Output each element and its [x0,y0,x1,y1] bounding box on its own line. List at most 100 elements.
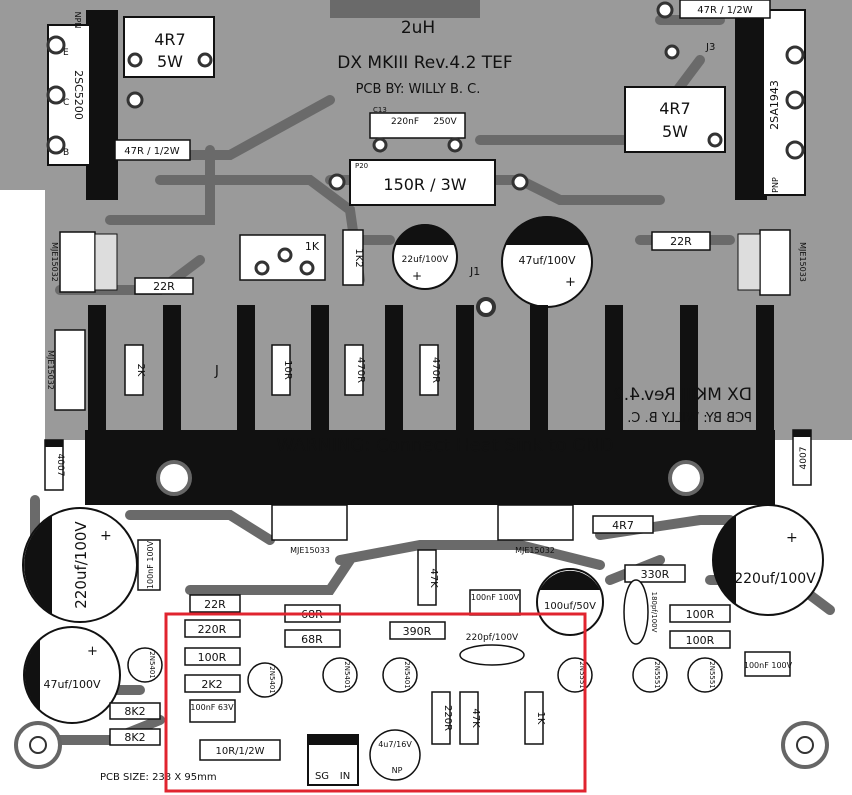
title-pcb-by: PCB BY: WILLY B. C. [356,82,481,97]
r-4r7-small [592,515,654,534]
c-180pf-value: 180pf/100V [650,592,658,633]
c-100nf-63v [189,699,236,723]
r-10r-half-value: 10R/1/2W [215,746,264,757]
r-2k2-value: 2K2 [201,678,222,691]
mount-hole-bottom-left [14,721,62,769]
svg-text:MJE15032: MJE15032 [515,546,555,555]
c-100nf-right [744,651,791,677]
mount-hole-bottom-right [781,721,829,769]
r-4r7-small-value: 4R7 [612,519,634,532]
j1-label: J1 [469,265,480,278]
r-220r-v-value: 220R [442,705,453,731]
c13-ref: C13 [373,106,387,114]
c-4u7 [369,729,421,781]
r-22r-b [189,594,241,613]
pot-1k-value: 1K [305,240,320,253]
r-4r7-top-value: 4R7 [154,30,185,49]
svg-text:2N5551: 2N5551 [653,661,661,689]
c13-volt: 250V [433,117,457,127]
heatsink [85,305,775,505]
r-22r-right-value: 22R [670,235,692,248]
r-390r [389,621,446,640]
r-47r-left [114,139,191,161]
c-47uf-value: 47uf/100V [518,254,576,267]
r-8k2-a-value: 8K2 [124,705,145,718]
r-47r-left-value: 47R / 1/2W [124,146,179,157]
npn-label: NPN [73,12,82,29]
r-68r-b-value: 68R [301,633,323,646]
c-100nf-mid-value: 100nF 100V [471,593,520,602]
r-100r [184,647,241,666]
r-47k-b [459,691,479,745]
pcb-size-label: PCB SIZE: 238 X 95mm [100,772,217,783]
r-68r-b [284,629,341,648]
svg-text:2N5401: 2N5401 [268,666,276,694]
svg-text:PCB BY: WILLY B. C.: PCB BY: WILLY B. C. [627,411,752,426]
r-1k2-value: 1K2 [353,248,364,267]
q-out-bottom-heatsink [735,0,767,200]
r-8k2-a [109,702,161,720]
r-8k2-b-value: 8K2 [124,731,145,744]
r-470r-a-value: 470R [355,357,366,383]
c-220uf-right-value: 220uf/100V [734,571,816,587]
mirrored-silk: DX MKIII Rev.4.2 PCB BY: WILLY B. C. [613,385,752,426]
r-5w-right-value: 5W [662,122,688,141]
c-220pf [459,644,525,666]
c-47uf-left-plus: + [87,644,98,659]
r-220r-v [431,691,451,745]
title-name: DX MKIII Rev.4.2 TEF [337,53,512,73]
d-4007-right-value: 4007 [799,447,809,470]
svg-text:MJE15032: MJE15032 [50,242,59,282]
r-22r-right [651,231,711,251]
svg-text:MJE15032: MJE15032 [46,350,55,390]
r-2k [124,344,144,396]
c-220uf-value: 220uf/100V [72,521,90,609]
r-22r-left [134,277,194,295]
pnp-label: PNP [771,177,780,193]
r-100r-a-value: 100R [686,608,715,621]
r-47k-a [417,549,437,606]
mje-left-top: MJE15032 [50,231,118,293]
svg-text:2N5551: 2N5551 [708,661,716,689]
r-47r-top [679,0,771,19]
r-10r [271,344,291,396]
svg-text:2N5401: 2N5401 [403,661,411,689]
r-5w-top-value: 5W [157,52,183,71]
j-label: J [214,364,219,379]
r-220r [184,619,241,638]
highlight-box [164,612,587,793]
c-100nf-right-value: 100nF 100V [744,661,793,670]
p20-ref: P20 [355,162,368,170]
r-1k-v [524,691,544,745]
r-2k-value: 2K [135,364,146,377]
svg-text:2N5551: 2N5551 [578,661,586,689]
svg-text:2N5401: 2N5401 [343,661,351,689]
mje-right-top: MJE15033 [737,229,807,296]
r-47k-a-value: 47K [428,568,439,588]
r-10r-value: 10R [282,360,293,380]
r-220r-value: 220R [198,623,227,636]
c-220uf-plus: + [100,528,112,544]
in-label: IN [340,771,350,782]
c-47uf-plus: + [565,275,576,290]
mje-lower-left: MJE15033 [271,504,348,555]
sg-label: SG [315,771,329,782]
r-390r-value: 390R [403,625,432,638]
r-100r-b-value: 100R [686,634,715,647]
svg-text:MJE15033: MJE15033 [290,546,330,555]
c-220pf-value: 220pf/100V [466,633,519,643]
svg-text:DX MKIII Rev.4.2: DX MKIII Rev.4.2 [613,385,752,405]
c-100uf-value: 100uf/50V [544,601,596,612]
c-47uf-left [23,626,121,724]
c-47uf-left-value: 47uf/100V [43,678,101,691]
c-100nf-mid [469,589,521,616]
r-100r-value: 100R [198,651,227,664]
d-4007-left-value: 4007 [55,454,65,477]
r-2k2 [184,674,241,693]
q-out-bottom-label: 2SA1943 [768,80,781,130]
c-100nf-left-value: 100nF 100V [146,540,155,589]
c-180pf [623,579,649,645]
heatsink-mount-right [668,460,704,496]
r-470r-a [344,344,364,396]
